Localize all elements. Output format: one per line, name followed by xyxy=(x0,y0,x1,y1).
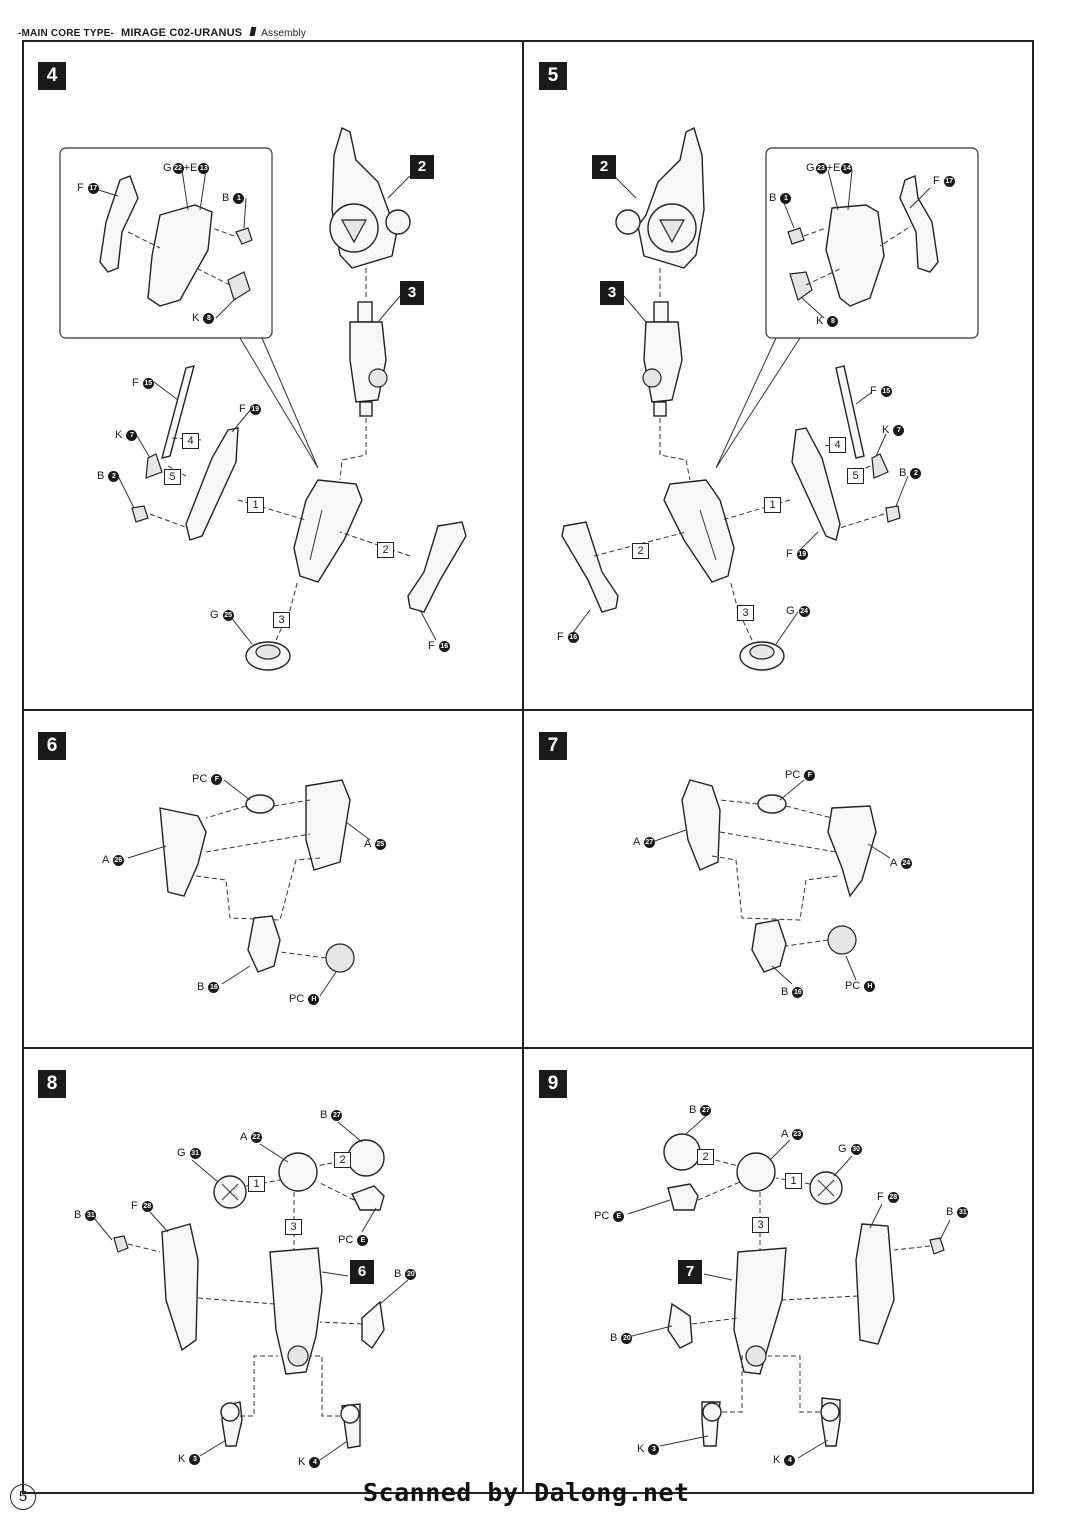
step7-label-b16: B 16 xyxy=(781,986,804,998)
step6-label-pc-h: PC H xyxy=(289,993,320,1005)
step5-ref-2: 2 xyxy=(592,155,616,179)
header-model: MIRAGE C02-URANUS xyxy=(120,27,243,39)
step7-label-a24: A 24 xyxy=(890,857,912,869)
step5-label-k8: K 8 xyxy=(816,315,839,327)
step7-label-pc-f: PC F xyxy=(785,769,816,781)
step5-sub-2: 2 xyxy=(632,543,649,559)
step8-label-g31: G 31 xyxy=(177,1147,201,1159)
step8-label-b20: B 20 xyxy=(394,1268,417,1280)
step8-label-b31: B 31 xyxy=(74,1209,97,1221)
step9-label-k3: K 3 xyxy=(637,1443,660,1455)
step4-label-k8: K 8 xyxy=(192,312,215,324)
step4-sub-5: 5 xyxy=(164,469,181,485)
step8-sub-2: 2 xyxy=(334,1152,351,1168)
step8-drawing xyxy=(93,1121,409,1461)
step5-sub-1: 1 xyxy=(764,497,781,513)
step6-label-b16: B 16 xyxy=(197,981,220,993)
step7-label-a27: A 27 xyxy=(633,836,655,848)
step4-label-f16: F 16 xyxy=(428,640,450,652)
scan-credit: Scanned by Dalong.net xyxy=(363,1478,690,1507)
step-5-number: 5 xyxy=(539,62,567,90)
step9-sub-3: 3 xyxy=(752,1217,769,1233)
step4-ref-3: 3 xyxy=(400,281,424,305)
row-divider-1 xyxy=(22,709,1034,711)
step-8-number: 8 xyxy=(38,1070,66,1098)
step5-label-f15: F 15 xyxy=(870,385,892,397)
step8-ref-6: 6 xyxy=(350,1260,374,1284)
step5-label-f19: F 19 xyxy=(786,548,808,560)
column-divider xyxy=(522,40,524,1494)
step9-sub-2: 2 xyxy=(697,1149,714,1165)
step-4-number: 4 xyxy=(38,62,66,90)
step4-ref-2: 2 xyxy=(410,155,434,179)
page-header: -MAIN CORE TYPE- MIRAGE C02-URANUS III A… xyxy=(18,24,306,39)
step4-label-k7: K 7 xyxy=(115,429,138,441)
step4-label-b1: B 1 xyxy=(222,192,245,204)
step4-sub-2: 2 xyxy=(377,542,394,558)
step8-label-f28: F 28 xyxy=(131,1200,153,1212)
header-logo-mark: III xyxy=(249,24,256,39)
step8-label-pc-e: PC E xyxy=(338,1234,369,1246)
row-divider-2 xyxy=(22,1047,1034,1049)
step9-label-a23: A 23 xyxy=(781,1128,803,1140)
step6-label-pc-f: PC F xyxy=(192,773,223,785)
step5-label-f16: F 16 xyxy=(557,631,579,643)
step9-label-pc-e: PC E xyxy=(594,1210,625,1222)
step5-sub-4: 4 xyxy=(829,437,846,453)
step4-label-b2: B 2 xyxy=(97,470,120,482)
step8-sub-3: 3 xyxy=(285,1219,302,1235)
step8-label-k4: K 4 xyxy=(298,1456,321,1468)
step-9-number: 9 xyxy=(539,1070,567,1098)
step4-drawing xyxy=(59,127,467,671)
step8-label-b27: B 27 xyxy=(320,1109,343,1121)
step9-label-f28: F 28 xyxy=(877,1191,899,1203)
step8-label-k3: K 3 xyxy=(178,1453,201,1465)
step6-label-a26: A 26 xyxy=(102,854,124,866)
instruction-frame xyxy=(22,40,1034,1494)
step8-label-a22: A 22 xyxy=(240,1131,262,1143)
step7-label-pc-h: PC H xyxy=(845,980,876,992)
step5-sub-3: 3 xyxy=(737,605,754,621)
step4-label-f17: F 17 xyxy=(77,182,99,194)
step5-label-k7: K 7 xyxy=(882,424,905,436)
step5-ref-3: 3 xyxy=(600,281,624,305)
step9-label-b20: B 20 xyxy=(610,1332,633,1344)
step4-sub-3: 3 xyxy=(273,612,290,628)
step5-label-b2: B 2 xyxy=(899,467,922,479)
step8-sub-1: 1 xyxy=(248,1176,265,1192)
step6-label-a25: A 25 xyxy=(364,838,386,850)
step9-label-b31: B 31 xyxy=(946,1206,969,1218)
step9-drawing xyxy=(623,1115,951,1459)
step4-label-g25: G 25 xyxy=(210,609,234,621)
step7-drawing xyxy=(651,779,891,985)
step-6-number: 6 xyxy=(38,732,66,760)
step5-label-g24: G 24 xyxy=(786,605,810,617)
header-type: -MAIN CORE TYPE- xyxy=(18,28,114,39)
step9-label-b27: B 27 xyxy=(689,1104,712,1116)
step9-sub-1: 1 xyxy=(785,1173,802,1189)
header-section: Assembly xyxy=(261,28,307,39)
step9-ref-7: 7 xyxy=(678,1260,702,1284)
step5-drawing xyxy=(561,127,979,671)
step5-sub-5: 5 xyxy=(847,468,864,484)
step9-label-g30: G 30 xyxy=(838,1143,862,1155)
step4-label-f19: F 19 xyxy=(239,403,261,415)
step-7-number: 7 xyxy=(539,732,567,760)
step9-label-k4: K 4 xyxy=(773,1454,796,1466)
step4-sub-1: 1 xyxy=(247,497,264,513)
step4-sub-4: 4 xyxy=(182,433,199,449)
page-number: 5 xyxy=(10,1484,36,1510)
step6-drawing xyxy=(127,779,371,997)
step5-label-b1: B 1 xyxy=(769,192,792,204)
step4-label-f15: F 15 xyxy=(132,377,154,389)
step5-label-f17: F 17 xyxy=(933,175,955,187)
